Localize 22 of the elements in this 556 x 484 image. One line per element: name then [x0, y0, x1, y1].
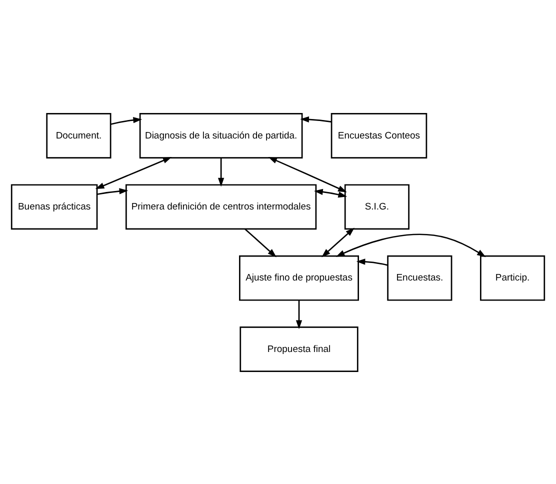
node-box: Encuestas. — [387, 254, 452, 300]
arrow — [356, 258, 388, 266]
arrow — [97, 188, 128, 194]
node-box: Diagnosis de la situación de partida. — [139, 112, 303, 158]
arrow — [314, 188, 348, 198]
arrow — [296, 300, 302, 329]
arrow — [218, 157, 224, 186]
node-box: S.I.G. — [344, 184, 410, 230]
node-box: Buenas prácticas — [10, 184, 98, 230]
arrow — [110, 116, 142, 124]
arrow — [95, 156, 172, 189]
node-box: Encuestas Conteos — [330, 112, 428, 158]
arrow — [300, 116, 332, 122]
node-box: Primera definición de centros intermodales — [125, 184, 317, 230]
node-box: Particip. — [480, 254, 546, 300]
arrow — [322, 227, 354, 257]
arrow — [244, 228, 276, 257]
node-box: Ajuste fino de propuestas — [239, 254, 359, 300]
arrow — [268, 156, 347, 192]
node-box: Propuesta final — [240, 326, 358, 372]
node-box: Document. — [46, 112, 112, 158]
arrow — [336, 233, 486, 257]
